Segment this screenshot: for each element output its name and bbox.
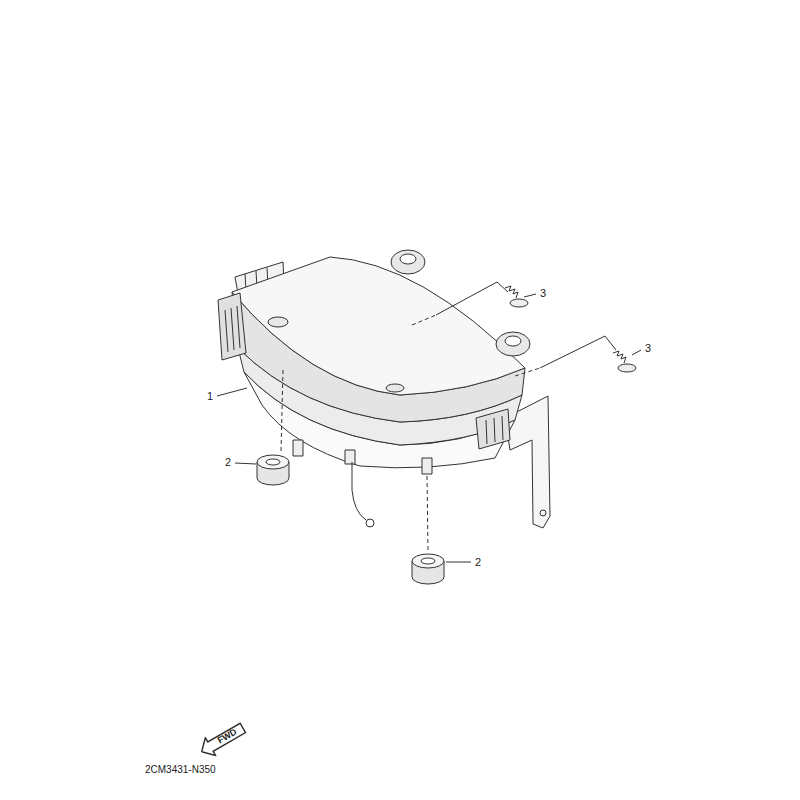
callout-number: 2: [475, 557, 481, 568]
grille-slot: [237, 306, 240, 348]
screw: [613, 351, 636, 372]
leader-line: [235, 463, 256, 464]
mount-peg: [422, 458, 432, 474]
mount-boss: [496, 332, 530, 356]
leader-line: [436, 282, 508, 315]
grommet: [257, 455, 289, 485]
side-grille: [218, 293, 246, 360]
grille-slot: [225, 310, 228, 352]
cover-clip: [268, 317, 288, 327]
grille-slot: [502, 416, 503, 440]
boss-hole: [505, 336, 521, 346]
leader-line: [446, 562, 471, 563]
ring-terminal: [366, 519, 374, 527]
grille-slot: [494, 418, 495, 442]
boss-hole: [400, 254, 416, 264]
grille-slot: [231, 308, 234, 350]
ground-wire: [352, 462, 366, 520]
drawing-code: 2CM3431-N350: [145, 765, 216, 775]
fit-line: [412, 315, 436, 325]
callout-number: 2: [225, 457, 231, 468]
leader-line: [632, 350, 641, 355]
callout-number: 1: [207, 391, 213, 402]
fit-line: [427, 476, 428, 551]
grille-slot: [486, 420, 487, 444]
forward-arrow: FWD: [196, 719, 249, 762]
top-cover: [232, 257, 525, 395]
mount-peg: [293, 440, 303, 456]
fit-line: [281, 370, 283, 452]
leader-line: [540, 336, 616, 368]
leader-line: [217, 388, 247, 396]
cover-clip: [386, 384, 404, 392]
callout-number: 3: [540, 288, 546, 299]
leader-line: [524, 294, 536, 297]
fit-line: [515, 368, 540, 376]
mount-boss: [391, 250, 425, 274]
bracket-hole: [540, 510, 546, 516]
mount-peg: [345, 450, 355, 464]
side-grille: [476, 409, 510, 449]
grommet: [412, 554, 444, 584]
screw: [505, 286, 528, 307]
callout-number: 3: [645, 343, 651, 354]
